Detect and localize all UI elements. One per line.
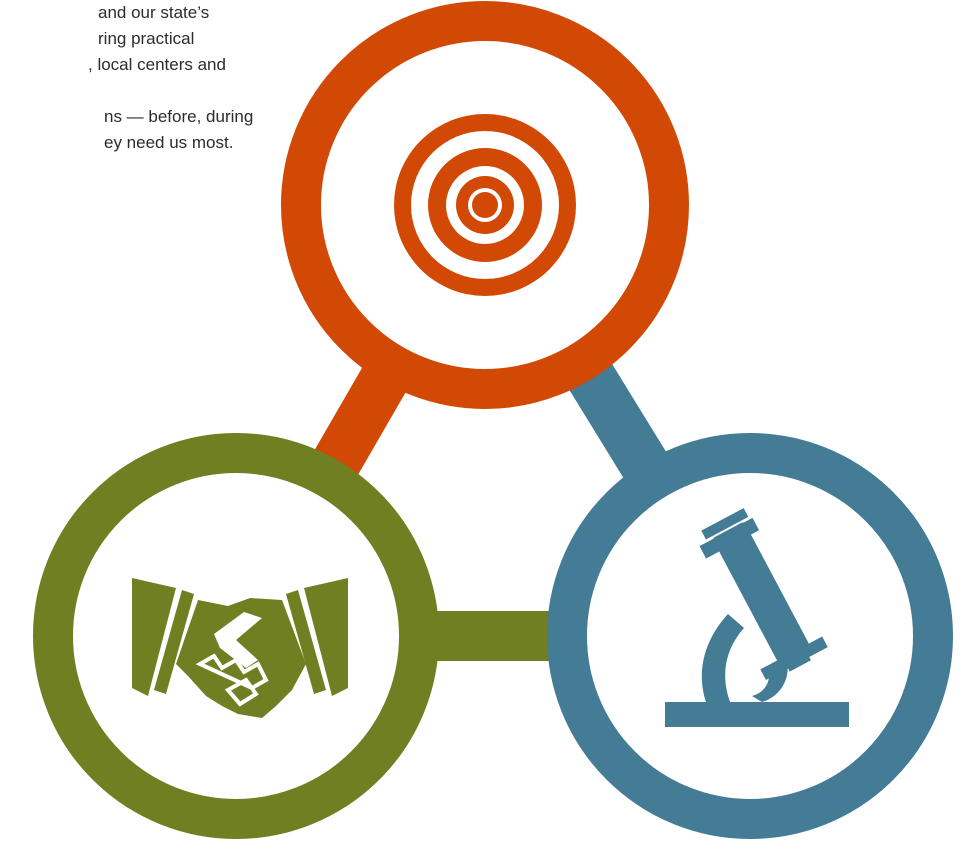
- intro-paragraph-2: ns — before, during ey need us most.: [0, 104, 260, 156]
- target-icon: [394, 114, 576, 296]
- intro-line: ns — before, during: [104, 107, 254, 126]
- intro-paragraph-1: and our state’s ring practical , local c…: [0, 0, 260, 78]
- node-target: [281, 1, 689, 409]
- intro-line: , local centers and: [88, 55, 226, 74]
- intro-line: ey need us most.: [104, 133, 234, 152]
- intro-line: ring practical: [98, 29, 195, 48]
- node-partnership: [33, 433, 439, 839]
- node-research: [547, 433, 953, 839]
- intro-line: and our state’s: [98, 3, 210, 22]
- microscope-icon: [665, 508, 849, 727]
- ring-research: [547, 433, 953, 839]
- handshake-icon: [132, 578, 348, 718]
- intro-text: and our state’s ring practical , local c…: [0, 0, 260, 156]
